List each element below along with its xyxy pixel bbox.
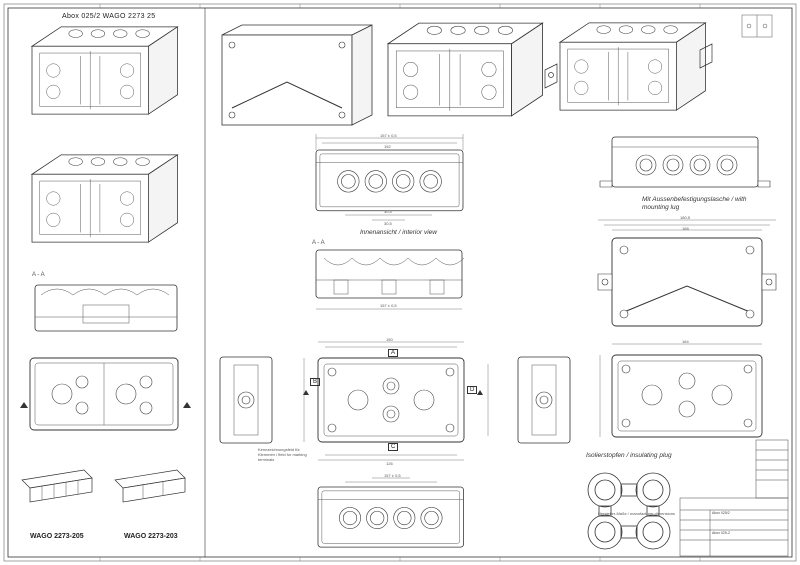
interior-section [315, 249, 465, 299]
insulating-plug-drawing [587, 472, 671, 550]
front-view-bottom [317, 486, 464, 548]
mounting-lug-label: Mit Aussenbefestigungslasche / with moun… [642, 196, 747, 211]
front-view-lug [599, 136, 771, 188]
dim-interior-width: 157 ± 0,5 [380, 303, 397, 308]
wago-205-label: WAGO 2273-205 [30, 533, 84, 540]
section-marker-d: D [467, 386, 478, 394]
title-block-note: Hersteller-Maße / manufacturer dimension… [598, 511, 675, 516]
wago-connector-205 [21, 469, 93, 503]
iso-view-top-left [31, 26, 178, 115]
title-block-drawing-no: Abox 025-2 [712, 531, 730, 535]
dim-front-width: 150 [386, 337, 393, 342]
side-view-right [517, 356, 571, 444]
wago-203-label: WAGO 2273-203 [124, 533, 178, 540]
dim-front-inner: 126 [386, 461, 393, 466]
front-view-top [315, 149, 464, 212]
wago-connector-203 [114, 469, 186, 503]
dim-top-inner: 152 [384, 144, 391, 149]
dim-lug-inner: 168 [682, 226, 689, 231]
drawing-title: Abox 025/2 WAGO 2273 25 [62, 13, 156, 20]
dim-lug-pitch: 164 [682, 339, 689, 344]
iso-view-left-mid [31, 154, 178, 243]
dim-lug-width: 180,5 [680, 215, 691, 220]
dim-top-pitch-a: 30,5 [384, 209, 392, 214]
section-marker-b: B [310, 378, 321, 386]
schematic-icon [741, 14, 773, 38]
title-block-product: Abox 025/2 [712, 511, 730, 515]
side-view-left [219, 356, 273, 444]
top-view-lug-open [611, 354, 763, 438]
iso-open-box-mid [387, 22, 543, 117]
section-aa-mid-label: A - A [312, 240, 325, 246]
top-view-left [29, 357, 179, 431]
section-view-left [34, 284, 178, 332]
top-view-center [317, 357, 465, 443]
title-block [679, 439, 789, 557]
top-view-lug-closed [597, 237, 777, 327]
dim-top-width: 157 ± 0,5 [380, 133, 397, 138]
dim-bottom-width: 157 ± 0,5 [384, 473, 401, 478]
side-note: Kennzeichnungsfeld für Klemmen / field f… [258, 447, 307, 462]
interior-view-label: Innenansicht / interior view [360, 229, 437, 236]
section-marker-c: C [388, 443, 399, 451]
section-marker-a: A [388, 349, 399, 357]
section-aa-left-label: A - A [32, 272, 45, 278]
dim-top-pitch-b: 30,5 [384, 221, 392, 226]
iso-closed-box [221, 24, 373, 126]
insulating-plug-label: Isolierstopfen / insulating plug [586, 452, 672, 459]
iso-open-box-lug [559, 22, 706, 111]
